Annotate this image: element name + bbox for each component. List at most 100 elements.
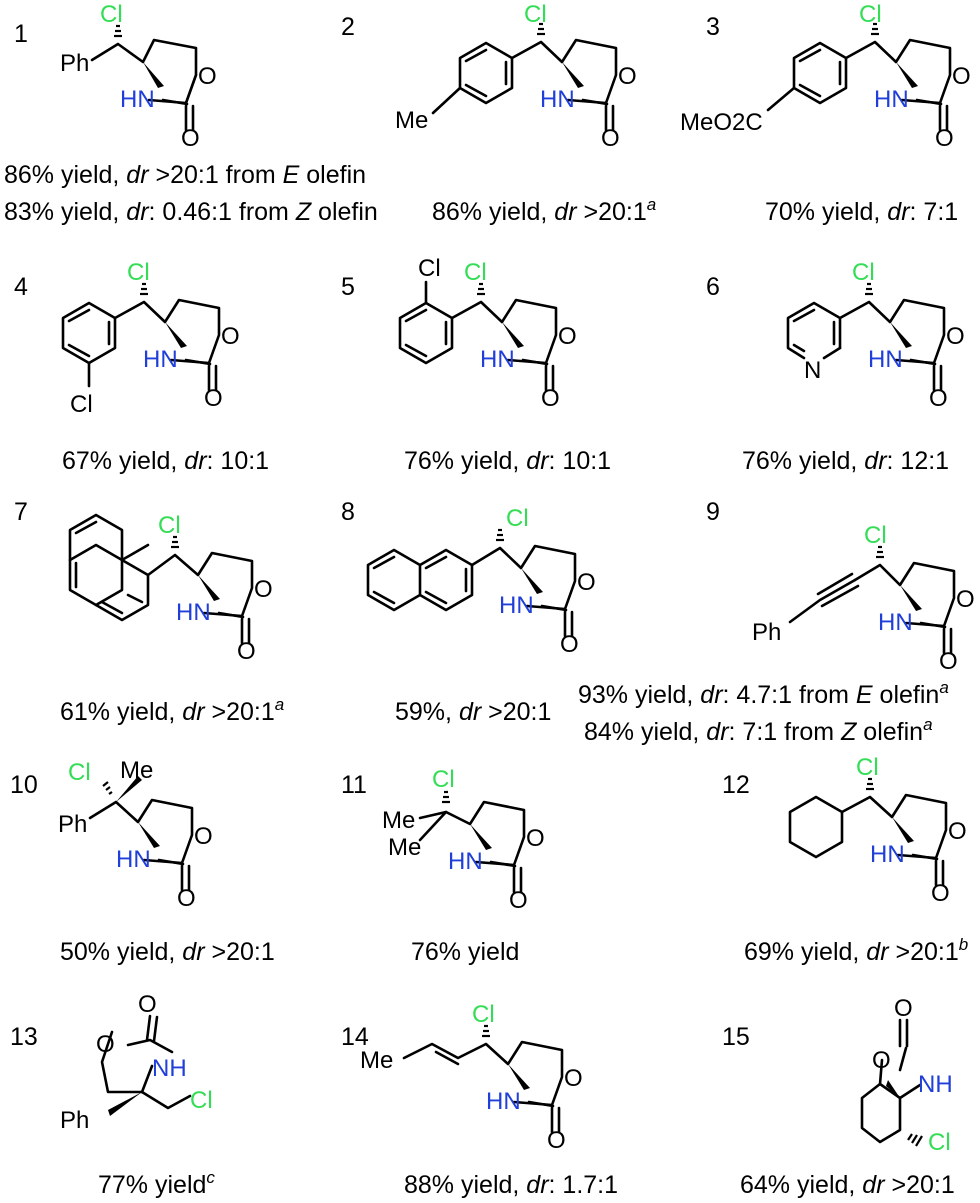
nh-label: HN xyxy=(874,86,909,113)
chlorine-label: Cl xyxy=(68,759,91,786)
compound-caption: 69% yield, dr >20:1b xyxy=(744,935,968,966)
nh-label: NH xyxy=(152,1055,187,1082)
nh-label: HN xyxy=(480,346,515,373)
oxygen-label: O xyxy=(181,125,200,152)
compound-5: 5 Cl Cl HN O O 76% yield, dr: 10:1 xyxy=(341,255,611,475)
compound-caption: 83% yield, dr: 0.46:1 from Z olefin xyxy=(4,198,378,226)
chlorine-label: Cl xyxy=(432,766,455,793)
nh-label: HN xyxy=(878,609,913,636)
compound-8: 8 Cl HN O O 59%, dr >20:1 xyxy=(341,498,596,726)
oxygen-label: O xyxy=(577,569,596,596)
compound-caption: 77% yieldc xyxy=(98,1168,215,1199)
compound-number: 12 xyxy=(722,771,750,799)
oxygen-label: O xyxy=(509,887,528,914)
compound-13: 13 O O NH Ph Cl 77% yieldc xyxy=(10,991,215,1199)
chlorine-label: Cl xyxy=(864,522,887,549)
chlorine-label: Cl xyxy=(524,1,547,28)
phenyl-label: Ph xyxy=(60,1107,89,1134)
oxygen-label: O xyxy=(547,1127,566,1154)
nh-label: HN xyxy=(448,848,483,875)
compound-9: 9 Cl Ph HN O O 93% yield, dr: 4.7:1 from… xyxy=(578,498,975,746)
compound-caption: 76% yield, dr: 10:1 xyxy=(404,447,611,475)
compound-caption: 86% yield, dr >20:1 from E olefin xyxy=(4,161,366,189)
compound-number: 9 xyxy=(706,498,720,526)
pyridine-nitrogen-label: N xyxy=(804,357,821,384)
compound-caption: 76% yield, dr: 12:1 xyxy=(742,447,949,475)
oxygen-label: O xyxy=(194,823,213,850)
compound-caption: 67% yield, dr: 10:1 xyxy=(62,447,269,475)
compound-4: 4 Cl Cl HN O O 67% yield, dr: 10:1 xyxy=(14,259,269,475)
compound-7: 7 Cl HN O O 61% yield, dr >20:1a xyxy=(14,498,284,726)
oxygen-label: O xyxy=(956,586,975,613)
compound-1: 1 Ph Cl HN O O 86% yield, dr >20:1 from … xyxy=(4,1,378,226)
oxygen-label: O xyxy=(198,63,217,90)
compound-caption: 70% yield, dr: 7:1 xyxy=(765,198,958,226)
compound-number: 4 xyxy=(14,273,28,301)
compound-caption: 50% yield, dr >20:1 xyxy=(60,938,275,966)
nh-label: HN xyxy=(176,599,211,626)
compound-number: 14 xyxy=(341,1023,369,1051)
oxygen-label: O xyxy=(541,385,560,412)
nh-label: HN xyxy=(143,346,178,373)
oxygen-label: O xyxy=(618,63,637,90)
methyl-label: Me xyxy=(360,1047,393,1074)
oxygen-label: O xyxy=(254,576,273,603)
chlorine-label: Cl xyxy=(506,505,529,532)
oxygen-label: O xyxy=(204,385,223,412)
nh-label: HN xyxy=(499,592,534,619)
oxygen-label: O xyxy=(935,125,954,152)
nh-label: HN xyxy=(870,841,905,868)
aryl-chlorine-label: Cl xyxy=(70,391,93,418)
compound-10: 10 Cl Me Ph HN O O 50% yield, dr >20:1 xyxy=(10,757,275,966)
compound-2: 2 Cl Me HN O O 86% yield, dr >20:1a xyxy=(341,1,656,226)
chlorine-label: Cl xyxy=(464,259,487,286)
oxygen-label: O xyxy=(526,825,545,852)
chlorine-label: Cl xyxy=(472,1001,495,1028)
compound-number: 8 xyxy=(341,498,355,526)
nh-label: HN xyxy=(868,346,903,373)
oxygen-label: O xyxy=(177,885,196,912)
oxygen-label: O xyxy=(948,818,967,845)
compound-number: 2 xyxy=(341,13,355,41)
compound-number: 10 xyxy=(10,771,38,799)
compound-number: 6 xyxy=(706,273,720,301)
compound-12: 12 Cl HN O O 69% yield, dr >20:1b xyxy=(722,754,968,966)
oxygen-label: O xyxy=(237,638,256,665)
compound-number: 15 xyxy=(722,1023,750,1051)
compound-11: 11 Cl Me Me HN O O 76% yield xyxy=(341,766,545,966)
oxygen-label: O xyxy=(939,648,958,675)
oxygen-label: O xyxy=(946,323,965,350)
oxygen-label: O xyxy=(221,323,240,350)
compound-number: 1 xyxy=(14,20,28,48)
compound-number: 7 xyxy=(14,498,28,526)
oxygen-label: O xyxy=(929,385,948,412)
compound-number: 11 xyxy=(341,771,367,799)
compound-number: 13 xyxy=(10,1023,38,1051)
compound-caption: 93% yield, dr: 4.7:1 from E olefina xyxy=(578,678,949,709)
ester-label: MeO2C xyxy=(680,109,763,136)
compound-caption: 88% yield, dr: 1.7:1 xyxy=(404,1171,618,1199)
phenyl-label: Ph xyxy=(752,619,781,646)
chlorine-label: Cl xyxy=(100,1,123,28)
chlorine-label: Cl xyxy=(127,259,150,286)
oxygen-label: O xyxy=(894,995,913,1022)
oxygen-label: O xyxy=(564,1065,583,1092)
oxygen-label: O xyxy=(138,991,157,1018)
phenyl-label: Ph xyxy=(60,50,89,77)
compound-caption: 84% yield, dr: 7:1 from Z olefina xyxy=(584,715,933,746)
aryl-chlorine-label: Cl xyxy=(418,255,441,282)
chlorine-label: Cl xyxy=(928,1129,951,1156)
chlorine-label: Cl xyxy=(859,1,882,28)
methyl-label: Me xyxy=(120,757,153,784)
chlorine-label: Cl xyxy=(190,1087,213,1114)
methyl-label: Me xyxy=(388,834,421,861)
nh-label: NH xyxy=(918,1071,953,1098)
chlorine-label: Cl xyxy=(856,754,879,781)
compound-6: 6 N Cl HN O O 76% yield, dr: 12:1 xyxy=(706,259,965,475)
oxygen-label: O xyxy=(952,63,971,90)
compound-number: 3 xyxy=(706,13,720,41)
compound-3: 3 Cl MeO2C HN O O 70% yield, dr: 7:1 xyxy=(680,1,971,226)
oxygen-label: O xyxy=(96,1031,115,1058)
nh-label: HN xyxy=(486,1088,521,1115)
